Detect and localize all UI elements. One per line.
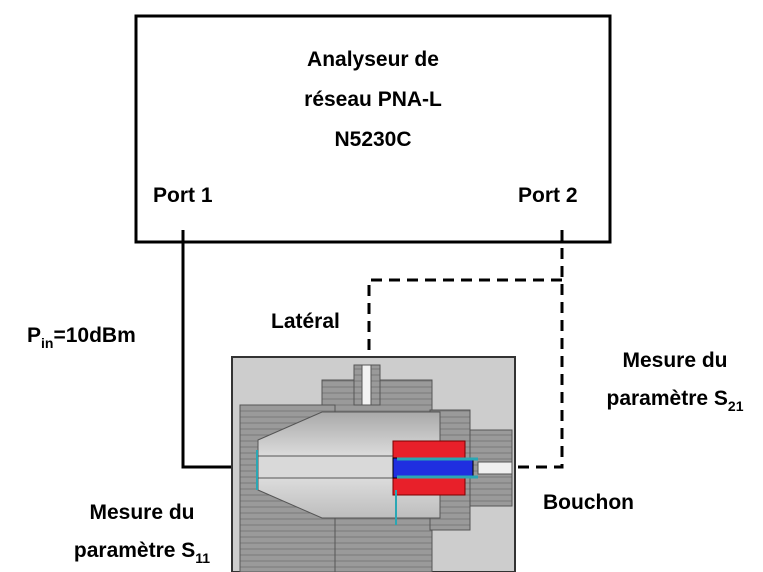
bouchon-label: Bouchon <box>543 491 634 514</box>
analyzer-box <box>134 14 612 244</box>
port2-cable <box>512 230 564 469</box>
s11-label-line1: Mesure du <box>89 501 195 524</box>
lateral-label: Latéral <box>271 310 340 333</box>
analyzer-title-line3: N5230C <box>334 128 412 151</box>
port1-label: Port 1 <box>153 184 213 207</box>
s11-label-line2: paramètre S11 <box>73 539 211 566</box>
analyzer-title-line1: Analyseur de <box>307 48 439 71</box>
s21-label-line2: paramètre S21 <box>606 387 744 414</box>
s21-label-line1: Mesure du <box>622 349 728 372</box>
device-body <box>239 364 513 572</box>
analyzer-title-line2: réseau PNA-L <box>304 88 442 111</box>
port2-label: Port 2 <box>518 184 578 207</box>
lateral-cable <box>367 278 562 355</box>
pin-label: Pin=10dBm <box>27 324 136 351</box>
